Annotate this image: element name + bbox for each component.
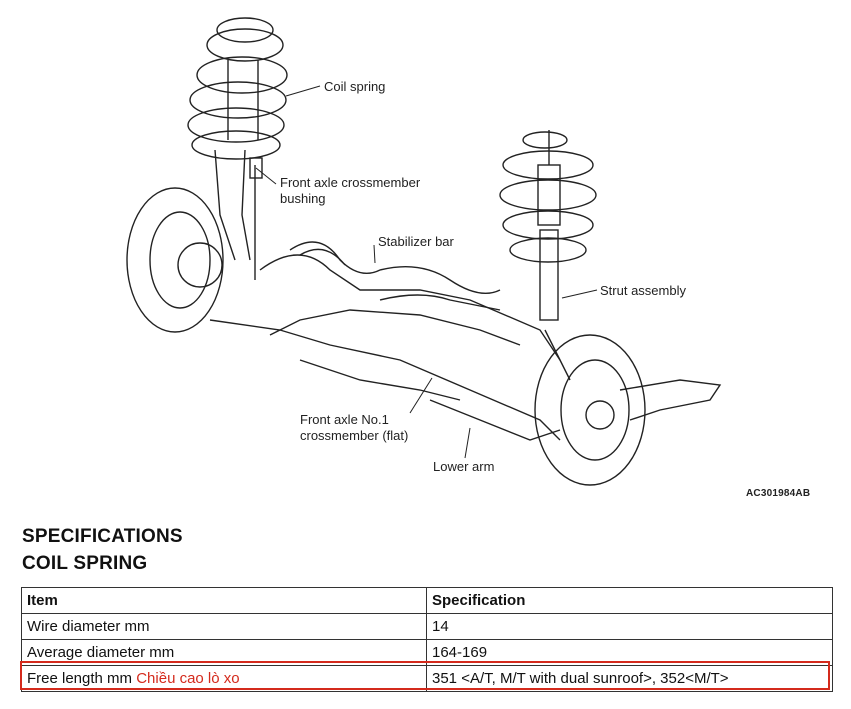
highlight-box xyxy=(20,661,830,690)
label-lower-arm: Lower arm xyxy=(433,459,495,474)
cell-item-text: Free length mm xyxy=(27,670,133,687)
table-header-row: Item Specification xyxy=(21,587,833,614)
cell-item: Wire diameter mm xyxy=(21,613,427,640)
suspension-illustration: Coil spring Front axle crossmember bushi… xyxy=(126,17,811,499)
label-crossmember-flat: Front axle No.1 crossmember (flat) xyxy=(300,412,408,444)
cell-item: Free length mm Chiều cao lò xo xyxy=(21,665,427,692)
label-coil-spring: Coil spring xyxy=(324,79,386,94)
label-stabilizer-bar: Stabilizer bar xyxy=(378,234,454,249)
label-crossmember-flat-line2: crossmember (flat) xyxy=(300,428,409,443)
header-item: Item xyxy=(21,587,427,614)
label-crossmember-bushing: Front axle crossmember bushing xyxy=(280,175,420,207)
cell-spec: 351 <A/T, M/T with dual sunroof>, 352<M/… xyxy=(426,665,833,692)
label-crossmember-bushing-line1: Front axle crossmember xyxy=(280,175,421,190)
section-subtitle: COIL SPRING xyxy=(22,553,148,574)
cell-spec: 14 xyxy=(426,613,833,640)
table-row: Free length mm Chiều cao lò xo 351 <A/T,… xyxy=(21,665,833,692)
header-specification: Specification xyxy=(426,587,833,614)
spec-table: Item Specification Wire diameter mm 14 A… xyxy=(21,587,833,692)
annotation-note: Chiều cao lò xo xyxy=(136,670,240,687)
suspension-drawing xyxy=(126,17,722,486)
table-row: Wire diameter mm 14 xyxy=(21,613,833,640)
label-crossmember-bushing-line2: bushing xyxy=(280,191,326,206)
figure-code: AC301984AB xyxy=(746,488,811,499)
label-crossmember-flat-line1: Front axle No.1 xyxy=(300,412,389,427)
right-strut xyxy=(499,130,597,321)
label-strut-assembly: Strut assembly xyxy=(600,283,686,298)
left-coil-spring xyxy=(187,17,288,160)
section-title: SPECIFICATIONS xyxy=(22,526,183,547)
